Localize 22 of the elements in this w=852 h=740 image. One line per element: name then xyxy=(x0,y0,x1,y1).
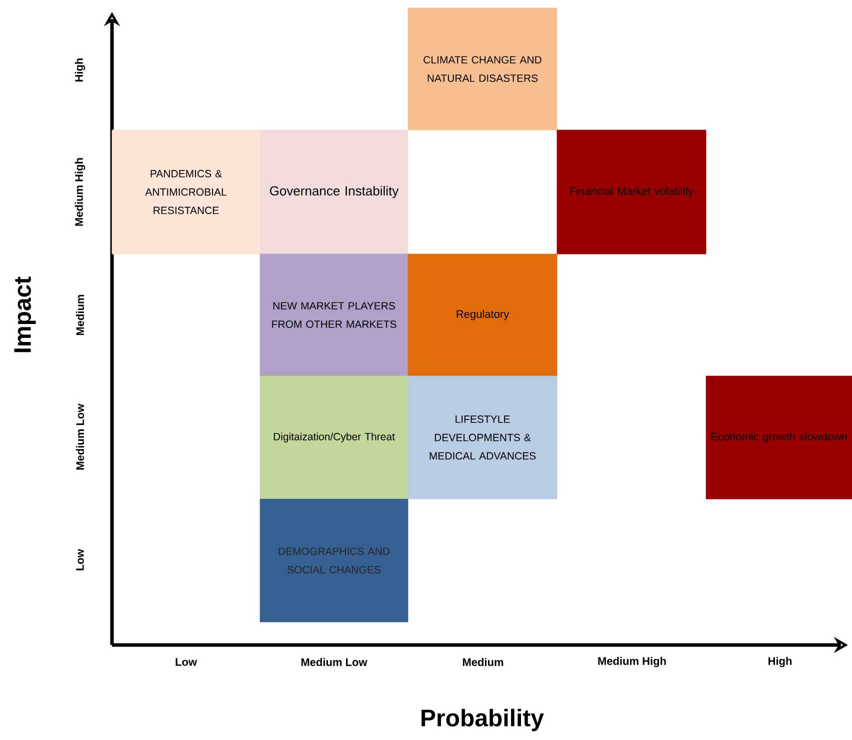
axis-title: Impact xyxy=(14,276,36,352)
axis-tick-label: Medium High xyxy=(74,158,86,226)
risk-box: Digitaization/Cyber Threat xyxy=(260,376,408,500)
axis-tick-label: Medium High xyxy=(598,656,666,668)
risk-box: Economic growth slowdown xyxy=(706,376,852,500)
risk-box: Financial Market volatility xyxy=(556,130,706,254)
risk-box: Regulatory xyxy=(408,254,558,376)
risk-box: DEMOGRAPHICS AND SOCIAL CHANGES xyxy=(260,498,408,622)
axis-tick-label: Medium Low xyxy=(76,404,84,470)
axis-tick-label: Low xyxy=(176,658,198,666)
risk-box: CLIMATE CHANGE AND NATURAL DISASTERS xyxy=(408,8,558,130)
risk-box: NEW MARKET PLAYERS FROM OTHER MARKETS xyxy=(260,254,408,376)
axis-tick-label: Low xyxy=(76,548,84,570)
axis-tick-label: Medium xyxy=(76,294,84,336)
axis-title: Probability xyxy=(422,708,544,732)
axis-tick-label: Medium Low xyxy=(301,658,368,666)
axis-tick-label: High xyxy=(74,58,86,82)
risk-box: LIFESTYLE DEVELOPMENTS & MEDICAL ADVANCES xyxy=(408,376,558,500)
axis-tick-label: Medium xyxy=(462,658,504,666)
axis-tick-label: High xyxy=(768,656,792,668)
risk-box: PANDEMICS & ANTIMICROBIAL RESISTANCE xyxy=(112,130,260,254)
risk-box: Governance Instability xyxy=(260,130,408,254)
